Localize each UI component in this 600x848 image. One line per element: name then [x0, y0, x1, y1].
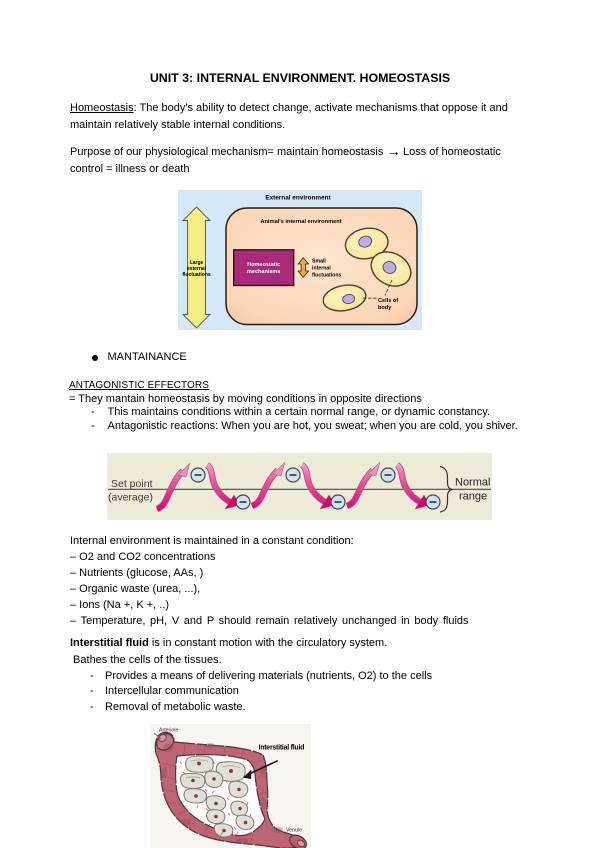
svg-text:fluctuations: fluctuations: [182, 272, 211, 278]
svg-text:internal: internal: [312, 266, 331, 272]
svg-text:body: body: [378, 305, 392, 311]
svg-text:Small: Small: [312, 259, 326, 265]
svg-text:Cells of: Cells of: [378, 298, 398, 304]
svg-text:Homeostatic: Homeostatic: [247, 262, 280, 268]
svg-text:external: external: [187, 266, 207, 272]
svg-text:fluctuations: fluctuations: [312, 273, 342, 279]
svg-text:(average): (average): [108, 492, 153, 504]
svg-text:Large: Large: [190, 260, 204, 266]
svg-text:Arteriole: Arteriole: [159, 728, 178, 734]
svg-text:Set point: Set point: [111, 478, 153, 490]
svg-text:Animal's internal environment: Animal's internal environment: [260, 219, 341, 225]
svg-text:Interstitial fluid: Interstitial fluid: [259, 745, 305, 752]
svg-text:External environment: External environment: [265, 194, 331, 201]
svg-text:range: range: [459, 491, 487, 503]
svg-text:mechanisms: mechanisms: [247, 269, 280, 275]
svg-text:Normal: Normal: [455, 477, 490, 489]
svg-text:Venule: Venule: [286, 828, 302, 834]
